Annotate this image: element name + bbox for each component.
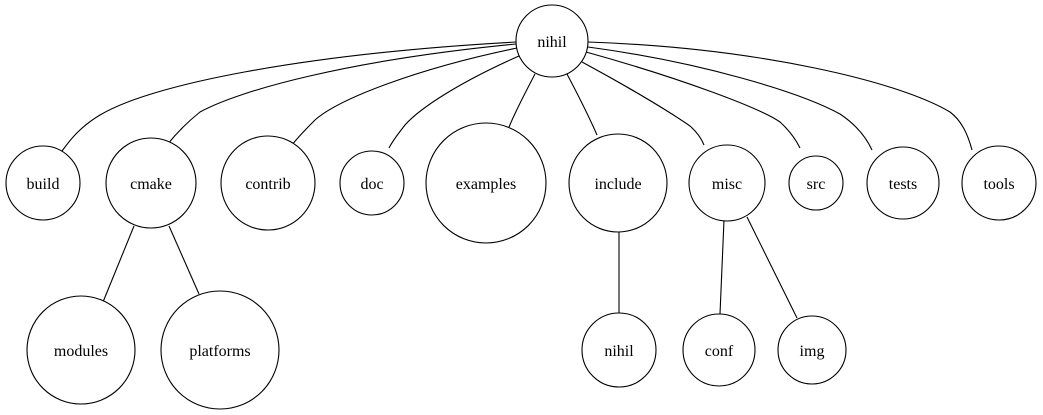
node-misc[interactable]: misc	[688, 144, 766, 222]
node-contrib[interactable]: contrib	[220, 135, 316, 231]
edge-root-contrib	[291, 47, 518, 146]
node-label: include	[594, 176, 641, 193]
node-label: misc	[712, 176, 742, 193]
node-circle	[425, 122, 547, 244]
node-label: conf	[705, 343, 734, 360]
node-modules[interactable]: modules	[26, 295, 136, 405]
node-label: src	[807, 176, 826, 193]
node-circle	[160, 290, 280, 410]
node-circle	[581, 312, 657, 388]
edge-root-cmake	[166, 43, 517, 146]
node-include-nihil[interactable]: nihil	[581, 312, 657, 388]
node-label: tests	[889, 176, 917, 193]
node-include[interactable]: include	[568, 133, 668, 233]
edge-root-misc	[581, 61, 705, 146]
node-circle	[105, 137, 197, 229]
edge-root-tools	[587, 41, 973, 151]
node-circle	[220, 135, 316, 231]
node-circle	[866, 146, 940, 220]
node-label: modules	[54, 343, 108, 360]
edge-misc-conf	[719, 219, 725, 315]
edge-root-include	[566, 73, 598, 136]
node-label: doc	[360, 176, 383, 193]
node-platforms[interactable]: platforms	[160, 290, 280, 410]
node-circle	[788, 155, 844, 211]
node-label: contrib	[245, 176, 290, 193]
node-circle	[777, 315, 847, 385]
node-conf[interactable]: conf	[682, 313, 756, 387]
node-circle	[515, 4, 589, 78]
node-label: nihil	[537, 34, 567, 51]
node-tools[interactable]: tools	[961, 145, 1037, 221]
edge-root-build	[61, 41, 517, 152]
node-label: img	[800, 343, 825, 360]
edge-cmake-platforms	[168, 225, 200, 295]
node-src[interactable]: src	[788, 155, 844, 211]
node-label: cmake	[130, 176, 172, 193]
node-circle	[26, 295, 136, 405]
edge-misc-img	[746, 216, 798, 319]
node-circle	[339, 150, 405, 216]
node-tests[interactable]: tests	[866, 146, 940, 220]
edge-cmake-modules	[102, 225, 135, 303]
node-label: platforms	[189, 343, 250, 360]
edge-root-examples	[508, 73, 536, 128]
edges	[61, 41, 973, 319]
node-doc[interactable]: doc	[339, 150, 405, 216]
node-label: examples	[456, 176, 516, 193]
edge-root-doc	[388, 55, 520, 149]
node-examples[interactable]: examples	[425, 122, 547, 244]
node-cmake[interactable]: cmake	[105, 137, 197, 229]
node-label: nihil	[604, 343, 634, 360]
node-label: tools	[983, 176, 1014, 193]
node-img[interactable]: img	[777, 315, 847, 385]
node-circle	[961, 145, 1037, 221]
node-circle	[682, 313, 756, 387]
node-circle	[5, 145, 81, 221]
node-circle	[568, 133, 668, 233]
node-label: build	[27, 176, 60, 193]
node-build[interactable]: build	[5, 145, 81, 221]
edge-root-tests	[587, 46, 873, 151]
node-root[interactable]: nihil	[515, 4, 589, 78]
edge-root-src	[585, 51, 801, 149]
node-circle	[688, 144, 766, 222]
